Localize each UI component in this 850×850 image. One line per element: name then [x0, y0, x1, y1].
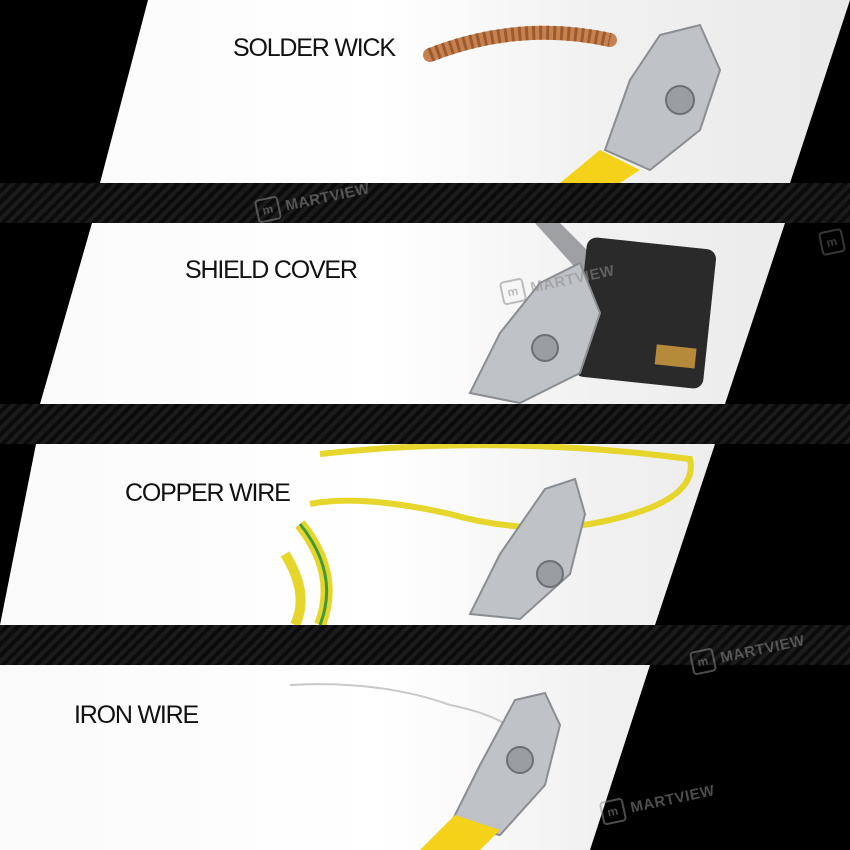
martview-logo-icon: m — [598, 797, 628, 826]
plier-icon — [289, 683, 562, 850]
martview-logo-icon: m — [253, 195, 283, 224]
panel-iron-wire: IRON WIRE — [0, 665, 650, 850]
plier-icon — [280, 444, 694, 625]
panel-label: IRON WIRE — [74, 701, 199, 729]
panel-label: SOLDER WICK — [233, 34, 396, 62]
panel-label: SHIELD COVER — [185, 256, 358, 284]
panel-label: COPPER WIRE — [125, 479, 291, 507]
divider-stripe — [0, 183, 850, 223]
panel-copper-wire: COPPER WIRE — [0, 444, 715, 625]
plier-icon — [468, 223, 716, 404]
divider-stripe — [0, 404, 850, 444]
martview-logo-icon: m — [817, 227, 847, 257]
panel-solder-wick: SOLDER WICK — [100, 0, 850, 183]
divider-stripe — [0, 625, 850, 665]
watermark: m MARTVIEW — [598, 778, 717, 826]
martview-logo-icon: m — [498, 277, 528, 306]
plier-icon — [423, 23, 722, 183]
watermark: m — [817, 227, 847, 257]
martview-logo-icon: m — [688, 647, 718, 676]
panel-shield-cover: SHIELD COVER — [40, 223, 785, 404]
